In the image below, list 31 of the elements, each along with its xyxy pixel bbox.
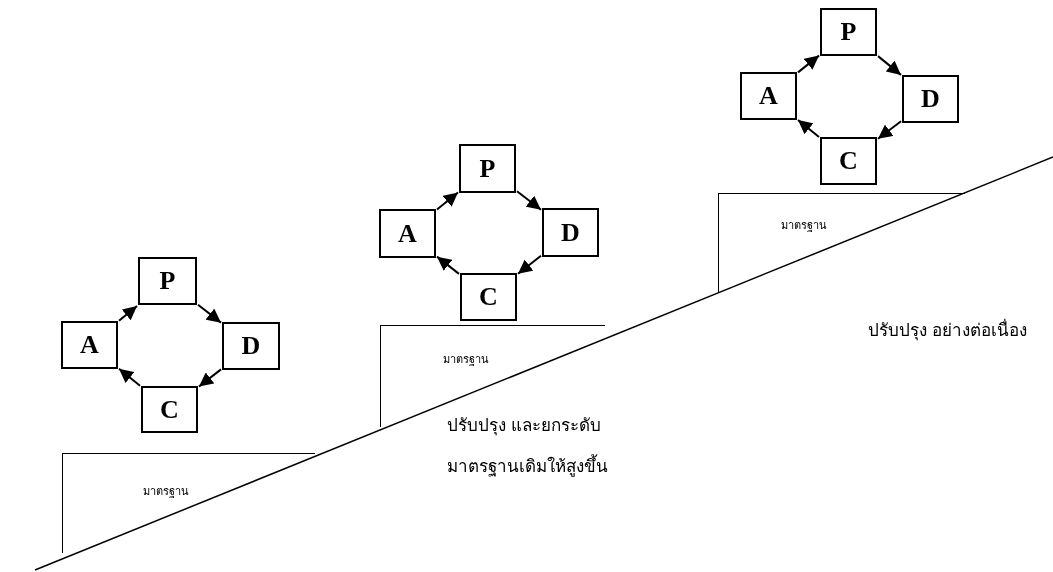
step-box: P — [820, 8, 877, 56]
arrow — [436, 191, 459, 211]
standard-step — [718, 193, 965, 293]
step-box: C — [141, 386, 198, 433]
arrow — [517, 254, 542, 275]
arrow — [436, 255, 460, 275]
step-box: D — [222, 322, 280, 370]
step-box: C — [460, 273, 517, 321]
arrow — [797, 54, 820, 74]
arrow — [516, 190, 542, 211]
note-text: ปรับปรุง อย่างต่อเนื่อง — [868, 317, 1028, 343]
step-box: D — [902, 75, 959, 123]
step-box: C — [820, 137, 877, 185]
arrow — [797, 118, 820, 139]
step-box: A — [61, 321, 118, 369]
arrow — [877, 55, 902, 76]
step-label: มาตรฐาน — [443, 352, 489, 368]
step-box: A — [379, 209, 436, 258]
step-label: มาตรฐาน — [143, 484, 189, 500]
step-box: P — [459, 144, 516, 193]
arrow — [197, 303, 222, 324]
step-box: D — [542, 208, 599, 257]
arrow — [118, 367, 141, 387]
standard-step — [62, 453, 315, 553]
arrow — [198, 368, 222, 388]
note-text: ปรับปรุง และยกระดับ มาตรฐานเดิมให้สูงขึ้น — [447, 414, 609, 479]
step-label: มาตรฐาน — [781, 218, 827, 234]
step-box: P — [138, 257, 197, 305]
step-box: A — [740, 72, 797, 120]
arrow — [118, 305, 139, 322]
arrow — [877, 120, 902, 140]
